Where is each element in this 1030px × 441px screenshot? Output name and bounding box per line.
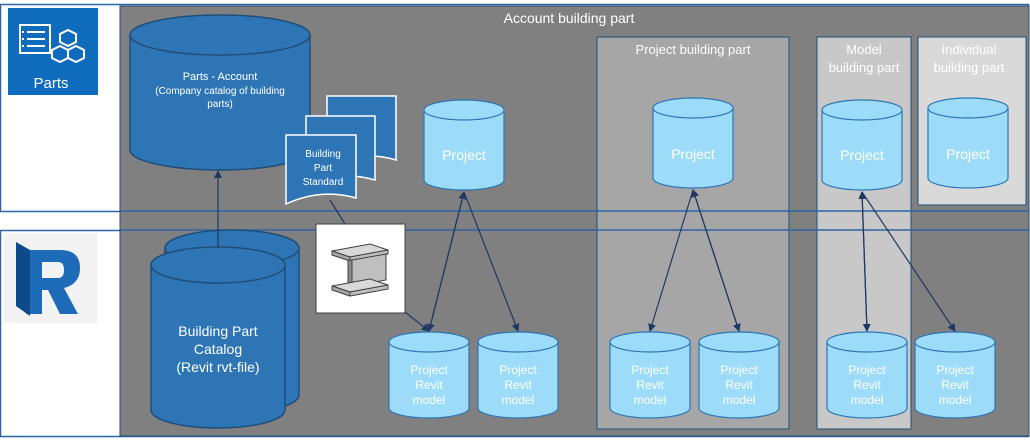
project-label-account: Project <box>442 147 486 163</box>
connector-arrows <box>404 189 956 332</box>
catalog-line1: Building Part <box>178 323 257 339</box>
revit-model-5: Project Revit model <box>826 331 908 419</box>
parts-list-icon <box>19 24 51 54</box>
revit-model-4-line1: Project <box>720 363 758 377</box>
revit-model-2-line1: Project <box>499 363 537 377</box>
project-database-project: Project <box>652 97 734 189</box>
standard-line1: Building <box>305 149 341 160</box>
individual-panel-title-1: Individual <box>942 42 997 57</box>
parts-app-tile[interactable]: Parts <box>8 8 98 95</box>
revit-model-3: Project Revit model <box>609 331 691 419</box>
revit-model-1-line3: model <box>413 393 446 407</box>
revit-model-1: Project Revit model <box>388 331 470 419</box>
revit-model-1-line1: Project <box>410 363 448 377</box>
revit-model-5-line1: Project <box>848 363 886 377</box>
project-database-individual: Project <box>927 97 1009 189</box>
standard-to-beam-line <box>329 199 346 225</box>
model-panel-title-2: building part <box>829 60 900 75</box>
revit-model-6-line1: Project <box>936 363 974 377</box>
standard-line2: Part <box>314 163 333 174</box>
project-label-individual: Project <box>946 146 990 162</box>
individual-panel-title-2: building part <box>934 60 1005 75</box>
revit-model-1-line2: Revit <box>415 378 443 392</box>
catalog-line2: Catalog <box>194 341 242 357</box>
revit-model-6-line2: Revit <box>941 378 969 392</box>
revit-model-4-line3: model <box>723 393 756 407</box>
revit-model-3-line3: model <box>634 393 667 407</box>
revit-model-5-line3: model <box>851 393 884 407</box>
cubes-icon <box>51 28 85 64</box>
revit-model-2: Project Revit model <box>477 331 559 419</box>
revit-model-3-line1: Project <box>631 363 669 377</box>
catalog-line3: (Revit rvt-file) <box>176 359 259 375</box>
standard-line3: Standard <box>303 177 344 188</box>
parts-account-line2: (Company catalog of building <box>155 86 285 97</box>
project-label-model: Project <box>840 147 884 163</box>
steel-beam-image <box>315 223 406 314</box>
account-panel-title: Account building part <box>504 10 635 26</box>
project-panel-title: Project building part <box>636 42 751 57</box>
model-panel-title-1: Model <box>846 42 882 57</box>
project-database-account: Project <box>423 99 505 191</box>
revit-model-2-line3: model <box>502 393 535 407</box>
project-label-project: Project <box>671 146 715 162</box>
revit-app-icon[interactable] <box>4 233 97 323</box>
project-database-model: Project <box>821 99 903 191</box>
parts-account-database: Parts - Account (Company catalog of buil… <box>129 14 311 171</box>
revit-model-4-line2: Revit <box>725 378 753 392</box>
revit-model-6: Project Revit model <box>914 331 996 419</box>
parts-account-line3: parts) <box>207 99 233 110</box>
revit-model-3-line2: Revit <box>636 378 664 392</box>
revit-model-2-line2: Revit <box>504 378 532 392</box>
building-part-standard-docs: Building Part Standard <box>285 95 397 206</box>
revit-model-5-line2: Revit <box>853 378 881 392</box>
parts-app-label: Parts <box>33 75 68 92</box>
revit-model-6-line3: model <box>939 393 972 407</box>
building-part-catalog-database: Building Part Catalog (Revit rvt-file) <box>150 229 300 429</box>
revit-model-4: Project Revit model <box>698 331 780 419</box>
parts-account-title: Parts - Account <box>183 71 258 83</box>
